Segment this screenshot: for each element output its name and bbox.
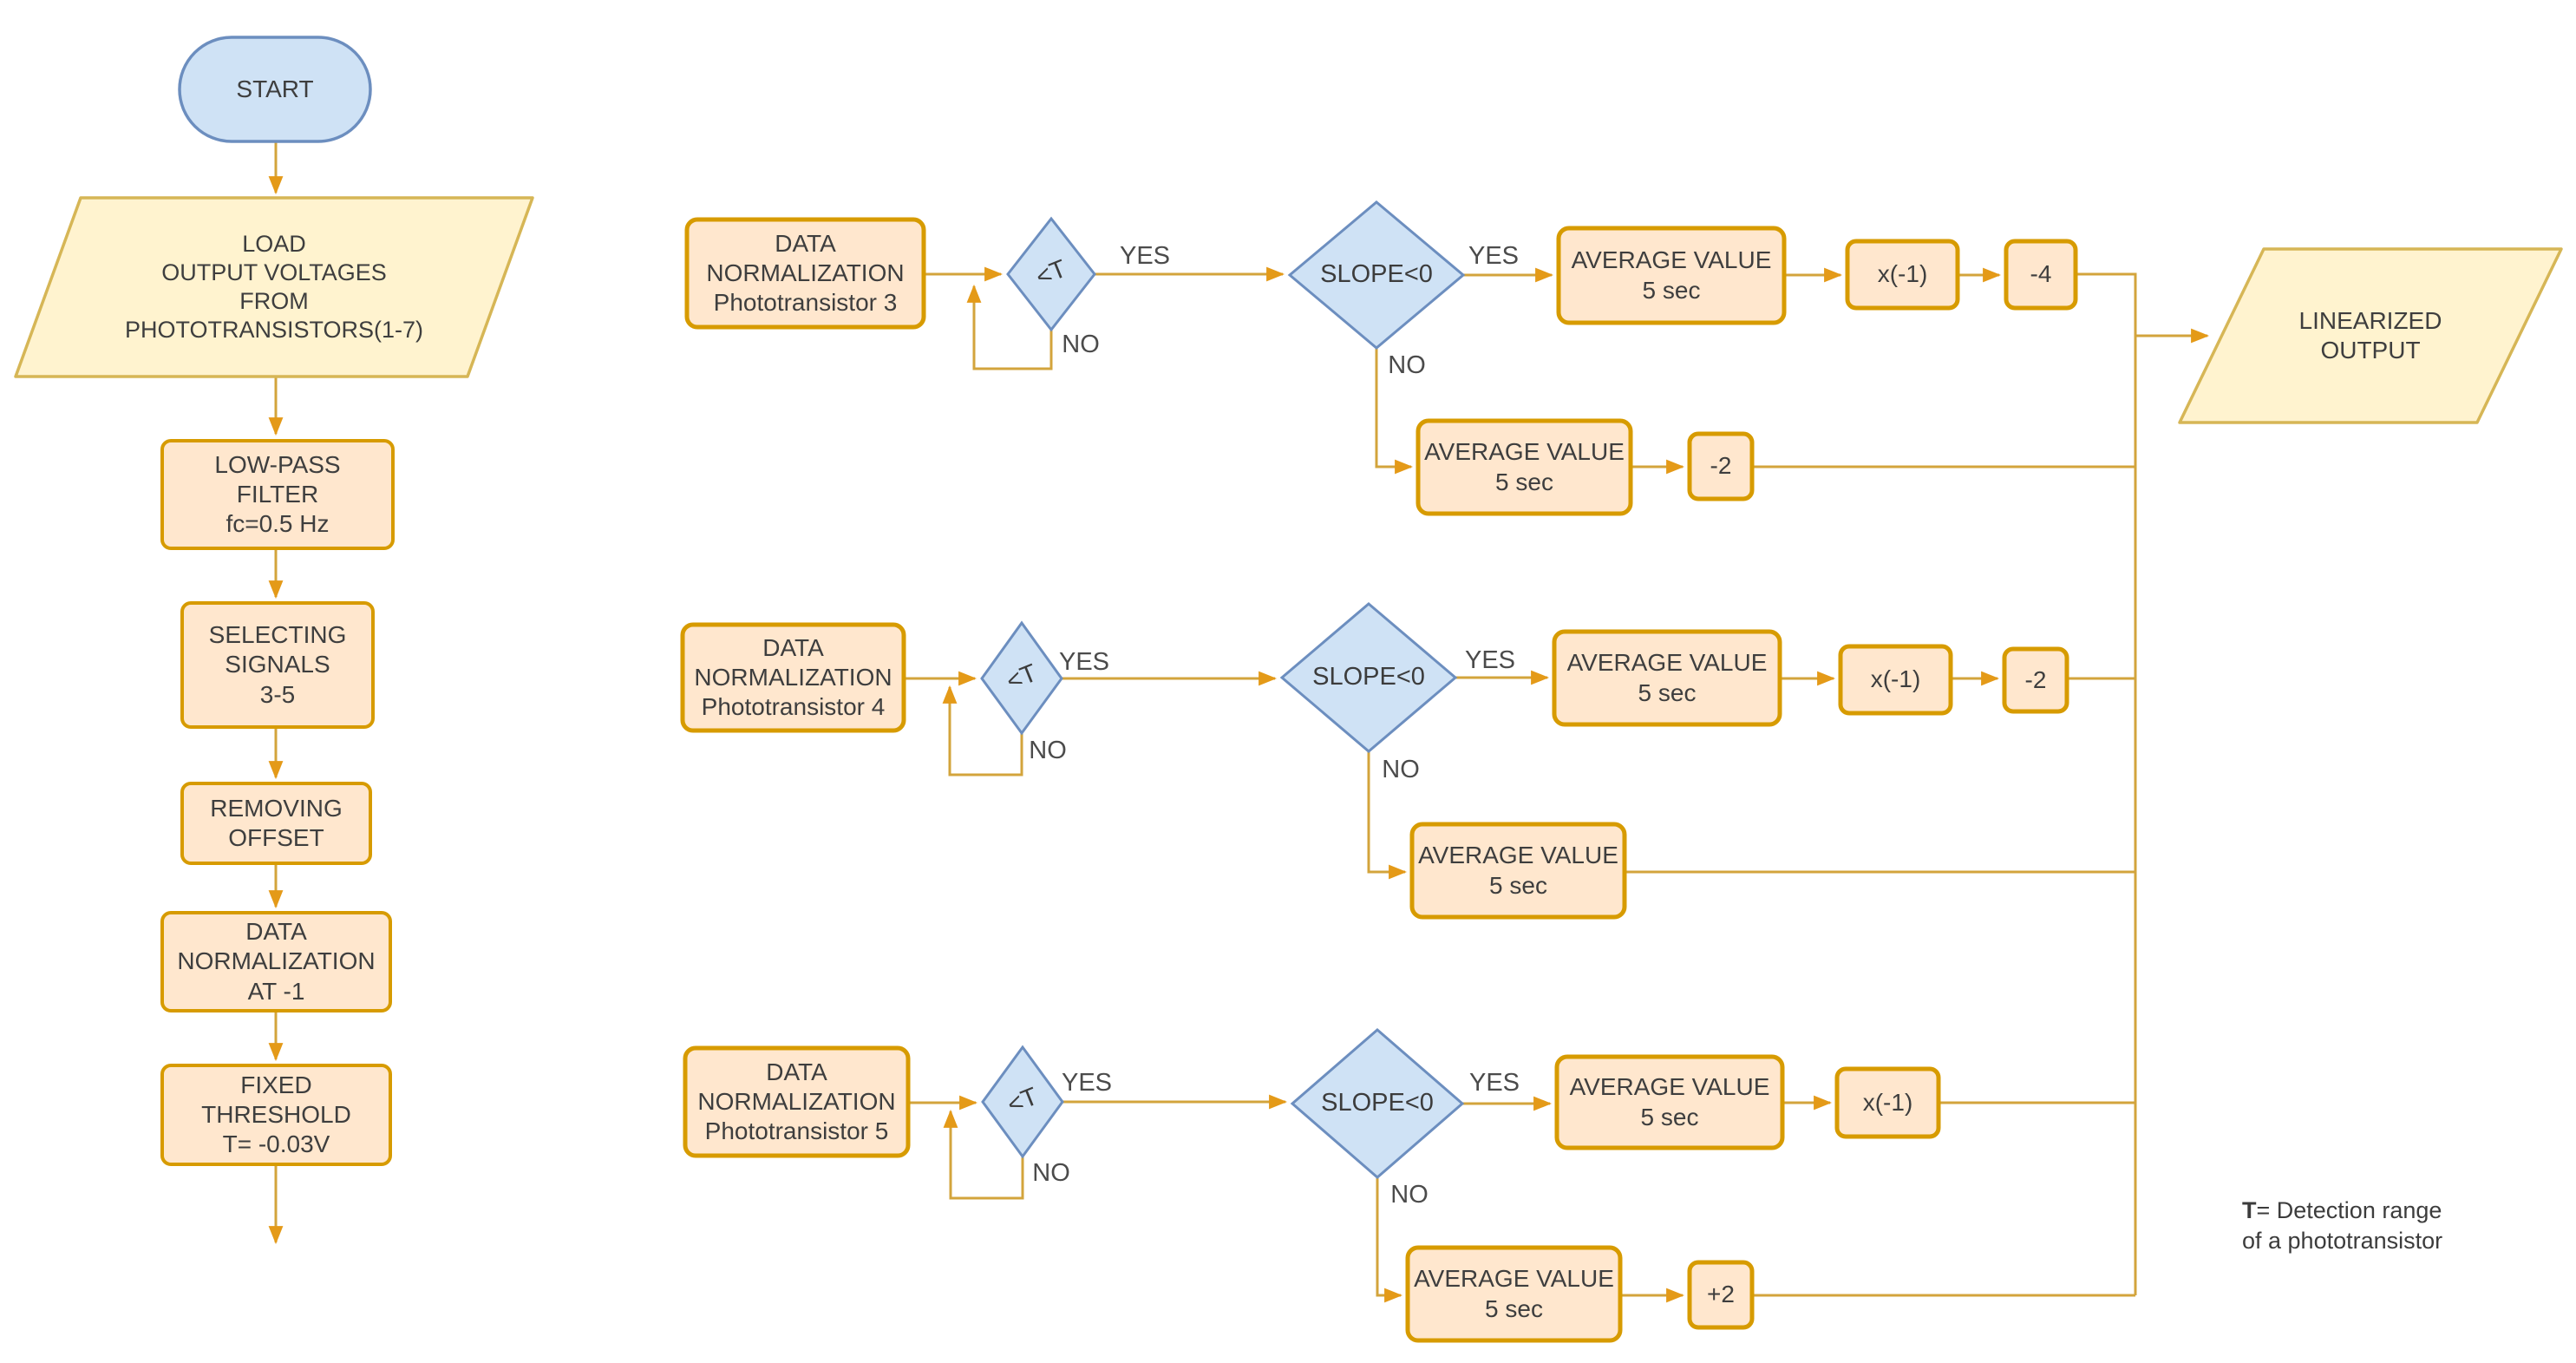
note-text: T= Detection range of a phototransistor xyxy=(2242,1196,2576,1256)
r2-threshold-decision-shape xyxy=(980,620,1063,736)
r1-invert-label: x(-1) xyxy=(1877,260,1928,288)
r3-source-process-shape xyxy=(683,1045,911,1158)
r2-slope-yes-label: YES xyxy=(1464,646,1516,675)
r1-avg-yes-process-shape xyxy=(1556,226,1787,325)
r3-threshold-decision-label: <T xyxy=(983,1047,1062,1157)
r3-slope-decision-shape xyxy=(1290,1028,1465,1179)
r3-offset-no-process-shape xyxy=(1687,1260,1755,1330)
r3-avg-yes-process-shape xyxy=(1554,1054,1785,1150)
r3-avg-no-process-shape xyxy=(1405,1245,1623,1343)
r1-slope-yes-label: YES xyxy=(1468,242,1520,271)
r2-slope-decision-shape xyxy=(1279,602,1458,753)
r1-t-no-label: NO xyxy=(1062,331,1100,359)
r1-threshold-decision-shape xyxy=(1006,216,1096,332)
normalize-process-shape xyxy=(160,911,392,1012)
r2-t-no-label: NO xyxy=(1029,737,1067,765)
r3-slope-decision-label: SLOPE<0 xyxy=(1321,1089,1434,1117)
r3-slope-yes-label: YES xyxy=(1468,1069,1520,1098)
r3-threshold-decision-shape xyxy=(981,1045,1064,1159)
r3-avg-no-label: AVERAGE VALUE 5 sec xyxy=(1414,1265,1614,1322)
r1-offset-no-process-shape xyxy=(1687,431,1755,501)
r1-offset-yes-label: -4 xyxy=(2030,260,2052,288)
r3-offset-no-label: +2 xyxy=(1707,1281,1735,1308)
r3-invert-process-shape xyxy=(1834,1066,1941,1139)
r2-slope-decision-label: SLOPE<0 xyxy=(1312,663,1425,691)
r2-source-process-shape xyxy=(680,622,906,733)
connector-layer xyxy=(268,141,2210,1303)
r2-avg-no-process-shape xyxy=(1409,822,1627,920)
r1-source-process-shape xyxy=(684,217,926,330)
r3-source-label: DATA NORMALIZATION Phototransistor 5 xyxy=(697,1058,896,1145)
node-shape-layer xyxy=(14,36,2563,1343)
output-label: LINEARIZED OUTPUT xyxy=(2298,306,2442,364)
normalize-label: DATA NORMALIZATION AT -1 xyxy=(177,918,376,1005)
loop-r3-t-no xyxy=(943,1109,1024,1200)
bus-line xyxy=(2076,272,2137,1295)
r2-avg-no-label: AVERAGE VALUE 5 sec xyxy=(1418,842,1618,899)
r1-threshold-text: <T xyxy=(1031,255,1070,292)
r2-invert-process-shape xyxy=(1838,644,1953,716)
threshold-process-shape xyxy=(160,1064,392,1166)
start-terminator-shape xyxy=(178,36,372,143)
r1-offset-no-label: -2 xyxy=(1710,452,1732,480)
lowpass-label: LOW-PASS FILTER fc=0.5 Hz xyxy=(214,450,341,538)
removing-label: REMOVING OFFSET xyxy=(210,794,343,851)
r3-avg-yes-label: AVERAGE VALUE 5 sec xyxy=(1569,1073,1770,1130)
r2-avg-yes-label: AVERAGE VALUE 5 sec xyxy=(1566,649,1768,706)
loop-r2-t-no xyxy=(942,685,1023,777)
r1-slope-decision-label: SLOPE<0 xyxy=(1320,260,1433,289)
load-label: LOAD OUTPUT VOLTAGES FROM PHOTOTRANSISTO… xyxy=(124,231,424,343)
r3-slope-no-label: NO xyxy=(1390,1181,1429,1209)
r1-source-label: DATA NORMALIZATION Phototransistor 3 xyxy=(706,229,905,317)
note-definition: = Detection range of a phototransistor xyxy=(2242,1197,2443,1255)
r2-t-yes-label: YES xyxy=(1058,648,1110,677)
r1-invert-process-shape xyxy=(1845,239,1960,311)
selecting-label: SELECTING SIGNALS 3-5 xyxy=(208,621,347,708)
r1-avg-yes-label: AVERAGE VALUE 5 sec xyxy=(1571,246,1772,304)
loop-r1-t-no xyxy=(966,284,1053,370)
note-term: T xyxy=(2242,1197,2257,1223)
lowpass-process-shape xyxy=(160,439,395,550)
r3-t-yes-label: YES xyxy=(1061,1069,1113,1098)
r1-threshold-decision-label: <T xyxy=(1008,219,1095,330)
output-io-shape xyxy=(2178,247,2563,424)
r2-source-label: DATA NORMALIZATION Phototransistor 4 xyxy=(694,633,892,721)
start-label: START xyxy=(236,75,314,102)
arrow-r1-slope-no xyxy=(1375,348,1414,475)
selecting-process-shape xyxy=(180,601,375,729)
r2-slope-no-label: NO xyxy=(1382,756,1420,784)
arrow-r3-slope-no xyxy=(1376,1177,1403,1303)
threshold-label: FIXED THRESHOLD T= -0.03V xyxy=(201,1071,351,1158)
removing-process-shape xyxy=(180,782,372,865)
r1-slope-no-label: NO xyxy=(1388,351,1426,380)
r1-slope-decision-shape xyxy=(1287,200,1466,350)
r3-invert-label: x(-1) xyxy=(1862,1088,1913,1116)
r2-offset-yes-label: -2 xyxy=(2024,665,2047,693)
r1-avg-no-process-shape xyxy=(1415,418,1633,516)
r1-avg-no-label: AVERAGE VALUE 5 sec xyxy=(1424,438,1625,495)
r1-offset-yes-process-shape xyxy=(2004,239,2078,311)
arrow-r2-slope-no xyxy=(1367,751,1408,880)
r3-t-no-label: NO xyxy=(1032,1159,1070,1188)
r1-t-yes-label: YES xyxy=(1119,242,1171,271)
r2-offset-yes-process-shape xyxy=(2002,646,2069,714)
r2-avg-yes-process-shape xyxy=(1552,629,1782,727)
load-io-shape xyxy=(14,196,534,378)
r2-invert-label: x(-1) xyxy=(1870,665,1921,693)
